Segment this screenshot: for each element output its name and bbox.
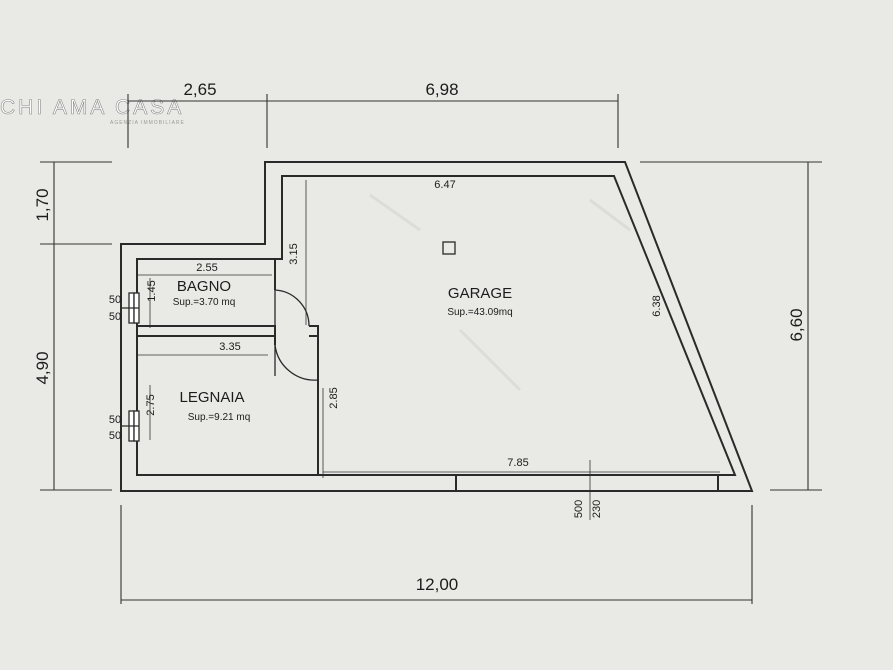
dim-bagno-top: 2.55 [196,262,217,274]
dim-bagno-side: 1.45 [146,280,158,301]
exterior-dimension-labels: 2,65 6,98 1,70 4,90 6,60 12,00 [33,80,806,594]
dim-window-legnaia-1: 50 [109,414,121,426]
dim-garage-top: 6.47 [434,179,455,191]
skylight-symbol [442,241,456,255]
windows [121,292,140,442]
dim-opening-230: 230 [591,500,603,518]
door-swings [274,289,319,381]
interior-walls [136,259,736,492]
dim-right: 6,60 [787,308,806,341]
interior-dimension-labels: 6.47 3.15 6.38 2.85 7.85 500 230 2.55 1.… [109,179,663,518]
dim-garage-left-lower: 2.85 [328,387,340,408]
dim-legnaia-top: 3.35 [219,341,240,353]
dim-bottom: 12,00 [416,575,459,594]
dim-garage-left-upper: 3.15 [288,243,300,264]
dim-left-upper: 1,70 [33,188,52,221]
dim-left-lower: 4,90 [33,351,52,384]
dim-garage-bottom: 7.85 [507,457,528,469]
dim-top-right: 6,98 [425,80,458,99]
room-legnaia-area: Sup.=9.21 mq [188,412,251,423]
watermark: CHI AMA CASA AGENZIA IMMOBILIARE [0,96,185,126]
faint-markings [369,193,631,392]
dim-window-bagno-2: 50 [109,311,121,323]
room-legnaia-name: LEGNAIA [179,389,244,406]
dim-top-left: 2,65 [183,80,216,99]
room-bagno-name: BAGNO [177,278,231,295]
watermark-tagline: AGENZIA IMMOBILIARE [110,120,185,126]
dim-window-legnaia-2: 50 [109,430,121,442]
watermark-brand: CHI AMA CASA [0,96,184,119]
dim-opening-500: 500 [573,500,585,518]
dim-window-bagno-1: 50 [109,294,121,306]
room-garage-area: Sup.=43.09mq [447,307,512,318]
room-bagno-area: Sup.=3.70 mq [173,297,236,308]
dim-legnaia-side: 2.75 [145,394,157,415]
exterior-walls [120,161,754,492]
room-garage-name: GARAGE [448,285,512,302]
dim-garage-slant: 6.38 [651,295,663,316]
dimension-lines [40,94,822,604]
room-labels: GARAGE Sup.=43.09mq BAGNO Sup.=3.70 mq L… [173,278,513,423]
